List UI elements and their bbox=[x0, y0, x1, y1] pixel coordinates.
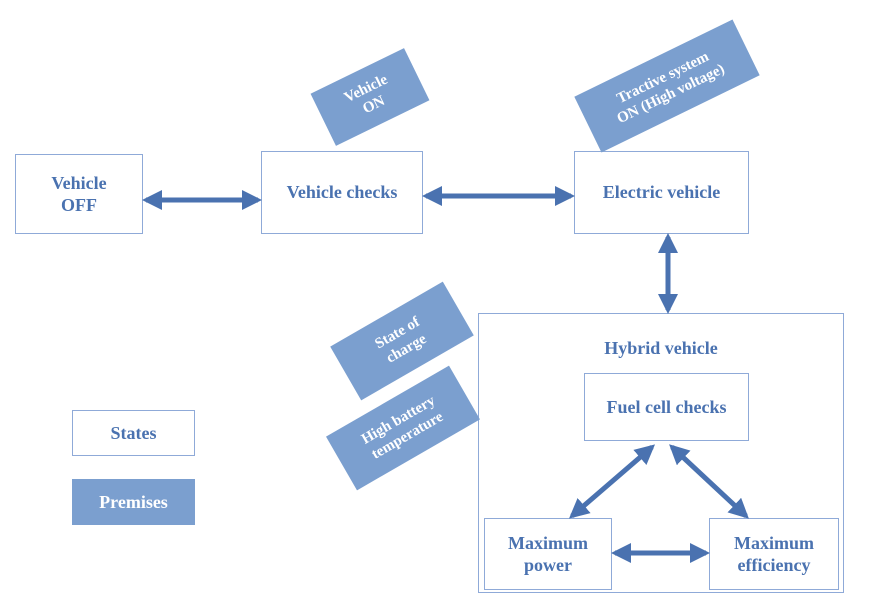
electric-vehicle-state: Electric vehicle bbox=[574, 151, 749, 234]
vehicle-off-state: Vehicle OFF bbox=[15, 154, 143, 234]
legend-states-box: States bbox=[72, 410, 195, 456]
hybrid-vehicle-title: Hybrid vehicle bbox=[604, 338, 718, 358]
vehicle-checks-state: Vehicle checks bbox=[261, 151, 423, 234]
fuel-cell-checks-state: Fuel cell checks bbox=[584, 373, 749, 441]
tractive-system-on-premise: Tractive system ON (High voltage) bbox=[574, 19, 760, 153]
maximum-power-state: Maximum power bbox=[484, 518, 612, 590]
high-battery-temperature-premise: High battery temperature bbox=[326, 365, 480, 491]
maximum-efficiency-state: Maximum efficiency bbox=[709, 518, 839, 590]
legend-premises-box: Premises bbox=[72, 479, 195, 525]
vehicle-on-premise: Vehicle ON bbox=[310, 48, 430, 146]
